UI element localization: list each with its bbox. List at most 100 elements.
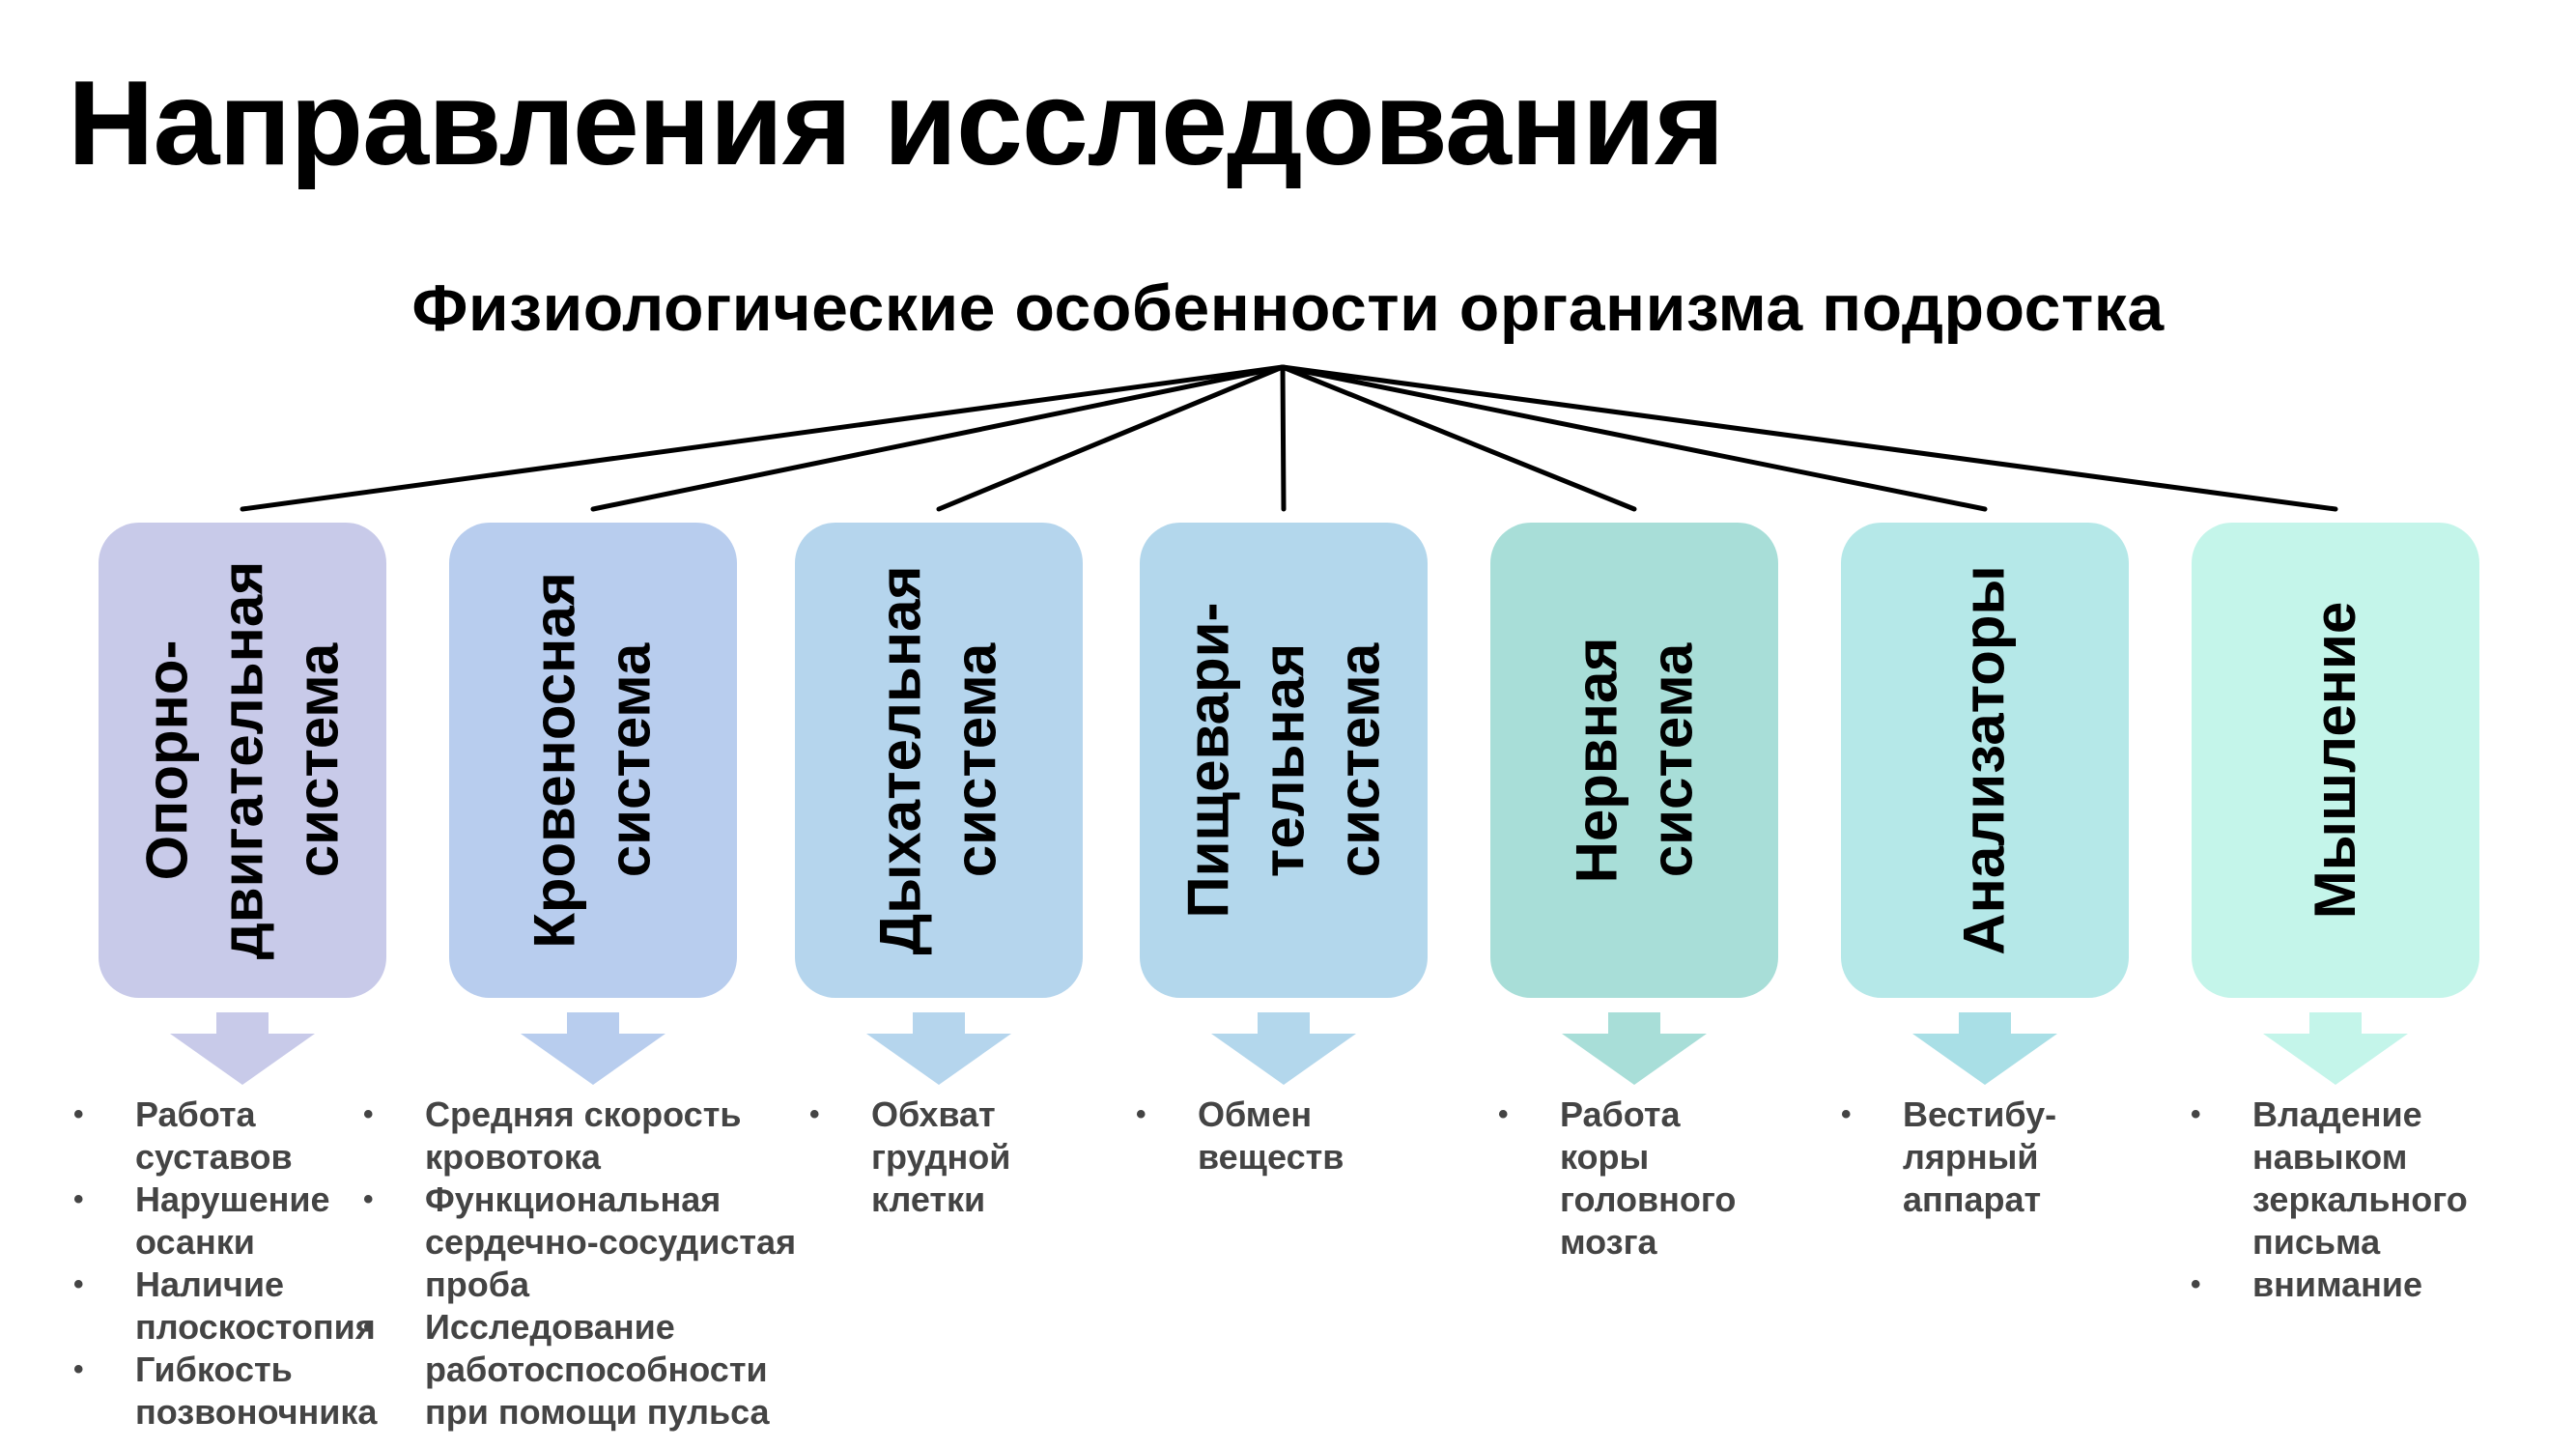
connector-line (1280, 364, 1988, 512)
list-item-text: коры (1560, 1137, 1650, 1177)
category-label-line: система (944, 642, 1009, 878)
down-arrow-icon (521, 1012, 665, 1085)
list-item-text: внимание (2252, 1264, 2423, 1304)
category-column: Анализаторы (1841, 0, 2129, 1449)
list-item-text: позвоночника (135, 1392, 378, 1432)
category-label-line: система (598, 642, 664, 878)
down-arrow-icon (1562, 1012, 1707, 1085)
list-item-text: навыком (2252, 1137, 2408, 1177)
category-label-line: Опорно- (134, 639, 199, 881)
list-item-text: зеркального (2252, 1179, 2468, 1219)
down-arrow-icon (2263, 1012, 2408, 1085)
details-list: Средняя скоростькровотокаФункциональнаяс… (357, 1094, 811, 1434)
connector-line (1280, 364, 1637, 512)
category-label-line: Кровеносная (523, 572, 588, 949)
down-arrow-icon (170, 1012, 315, 1085)
list-item: внимание (2185, 1264, 2533, 1306)
list-item-text: работоспособности (425, 1350, 768, 1389)
list-item-text: лярный (1903, 1137, 2039, 1177)
list-item-text: Функциональная (425, 1179, 722, 1219)
list-item-text: Исследование (425, 1307, 675, 1347)
category-label-line: Анализаторы (1952, 565, 2018, 955)
category-label-line: тельная (1251, 642, 1316, 878)
list-item-text: Обхват (871, 1094, 996, 1134)
category-label-line: Мышление (2303, 601, 2368, 920)
list-item-text: сердечно-сосудистая (425, 1222, 797, 1262)
page-title: Направления исследования (68, 57, 1724, 190)
details-list: РаботасуставовНарушениеосанкиНаличиеплос… (68, 1094, 378, 1434)
connector-line (936, 364, 1286, 512)
list-item-text: письма (2252, 1222, 2381, 1262)
list-item-text: проба (425, 1264, 529, 1304)
category-label: Мышление (2298, 602, 2373, 919)
list-item-text: Нарушение (135, 1179, 330, 1219)
connector-line (240, 364, 1286, 512)
list-item-text: при помощи пульса (425, 1392, 770, 1432)
list-item-text: суставов (135, 1137, 293, 1177)
connector-line (590, 364, 1286, 512)
category-label-line: Нервная (1563, 637, 1628, 884)
category-column: Мышление (2192, 0, 2479, 1449)
connector-line (1280, 364, 2338, 512)
category-label: Анализаторы (1947, 565, 2023, 954)
category-box: Мышление (2192, 523, 2479, 998)
list-item-text: плоскостопия (135, 1307, 376, 1347)
category-label-line: система (285, 642, 350, 878)
list-item-text: головного (1560, 1179, 1737, 1219)
list-item-text: клетки (871, 1179, 986, 1219)
list-item-text: Работа (135, 1094, 256, 1134)
category-box: Анализаторы (1841, 523, 2129, 998)
list-item-text: аппарат (1903, 1179, 2042, 1219)
list-item-text: веществ (1198, 1137, 1345, 1177)
list-item-text: мозга (1560, 1222, 1657, 1262)
list-item-text: Наличие (135, 1264, 285, 1304)
list-item-text: Обмен (1198, 1094, 1313, 1134)
list-item-text: Гибкость (135, 1350, 293, 1389)
category-label-line: система (1638, 642, 1704, 878)
down-arrow-icon (1211, 1012, 1356, 1085)
down-arrow-icon (866, 1012, 1011, 1085)
category-label-line: Дыхательная (868, 565, 934, 955)
category-label-line: Пищевари- (1175, 602, 1241, 919)
category-label-line: система (1326, 642, 1392, 878)
root-node: Физиологические особенности организма по… (411, 271, 2165, 345)
details-list: Владениенавыкомзеркальногописьмавнимание (2185, 1094, 2533, 1306)
list-item-text: осанки (135, 1222, 255, 1262)
list-item-text: Вестибу- (1903, 1094, 2057, 1134)
list-item-text: грудной (871, 1137, 1011, 1177)
list-item-text: Средняя скорость (425, 1094, 742, 1134)
connector-line (1280, 364, 1287, 512)
down-arrow-icon (1912, 1012, 2057, 1085)
category-label-line: двигательная (210, 560, 274, 960)
